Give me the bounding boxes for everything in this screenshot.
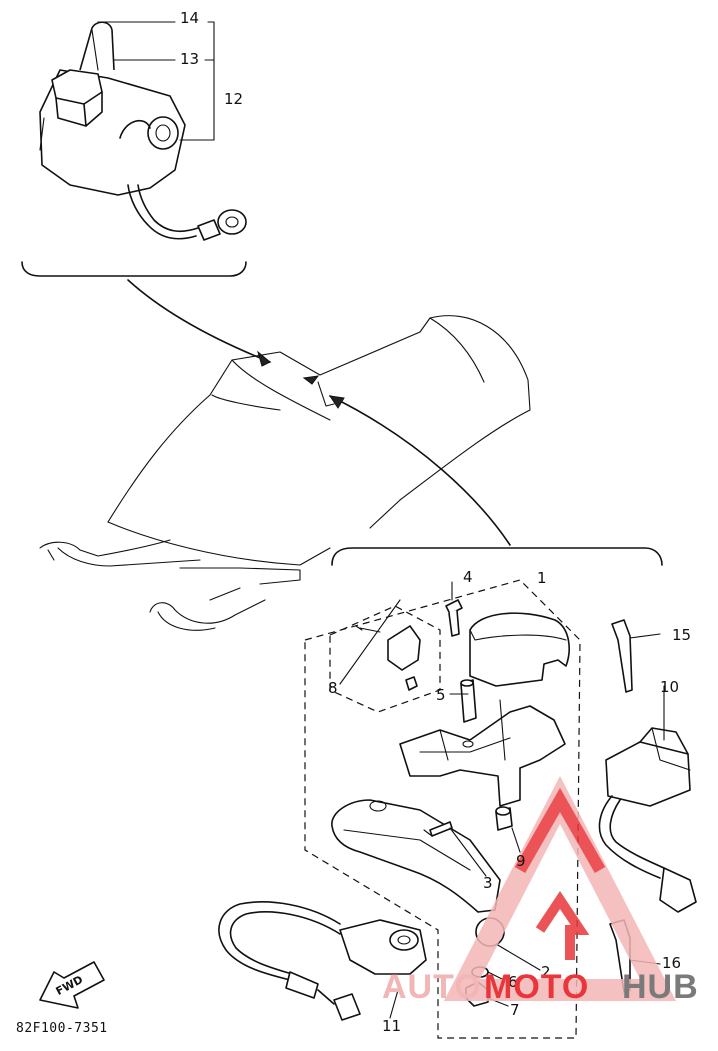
callout-1: 1 [537, 569, 547, 587]
inset-bracket-top [21, 261, 247, 277]
callout-11: 11 [382, 1017, 402, 1035]
watermark-hub: HUB [622, 968, 699, 1006]
watermark-auto: AUTO [382, 968, 482, 1006]
fwd-arrow-icon [39, 961, 105, 1009]
callout-8: 8 [328, 679, 338, 697]
callout-13: 13 [180, 50, 200, 68]
automotohub-logo [443, 776, 677, 1001]
callout-6: 6 [508, 973, 518, 991]
callout-7: 7 [510, 1001, 520, 1019]
callout-14: 14 [180, 9, 200, 27]
inset-bracket-bottom [331, 547, 663, 566]
callout-15: 15 [672, 626, 692, 644]
hand-switch-assembly [39, 21, 247, 241]
callout-12: 12 [224, 90, 244, 108]
leader-arrow-inset [127, 279, 271, 363]
callout-leaders-top [97, 21, 215, 141]
snowmobile-outline [39, 315, 531, 631]
callout-4: 4 [463, 568, 473, 586]
drawing-code: 82F100-7351 [16, 1021, 108, 1036]
callout-16: 16 [662, 954, 682, 972]
leader-arrow-lower [329, 395, 511, 546]
callout-9: 9 [516, 852, 526, 870]
callout-10: 10 [660, 678, 680, 696]
watermark-moto: MOTO [484, 968, 590, 1006]
callout-3: 3 [483, 874, 493, 892]
callout-5: 5 [436, 686, 446, 704]
callout-2: 2 [541, 963, 551, 981]
